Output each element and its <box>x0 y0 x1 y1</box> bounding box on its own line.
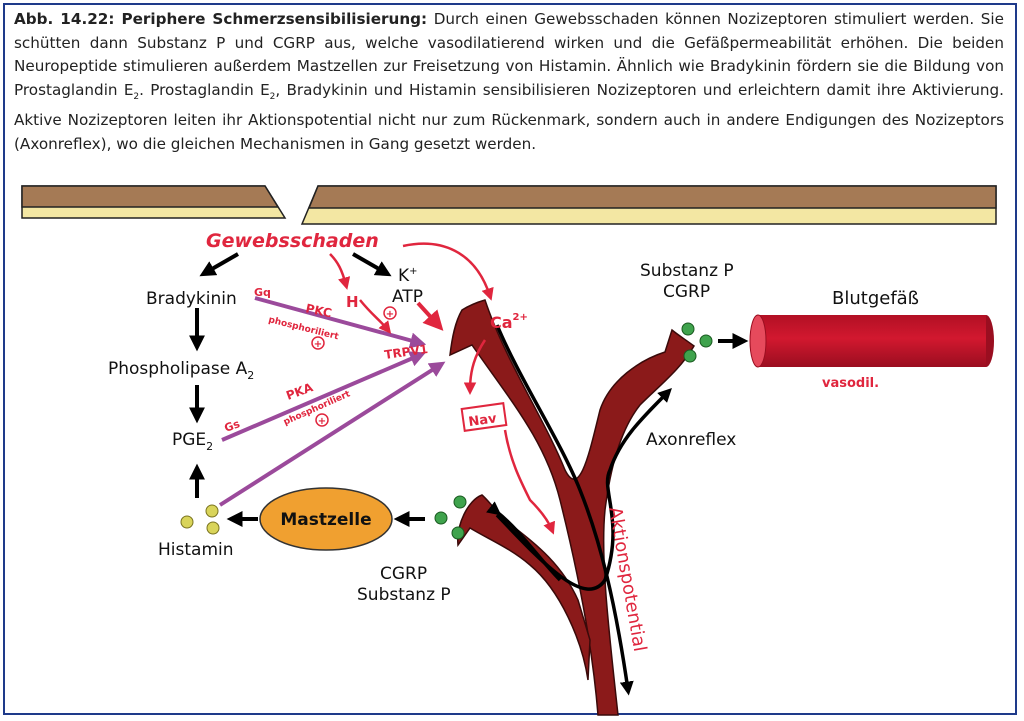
annot-h: H <box>346 293 359 311</box>
histamine-dot <box>206 521 220 535</box>
neuropeptide-dot <box>453 495 467 509</box>
annot-gs: Gs <box>223 417 243 435</box>
annot-vasodil: vasodil. <box>822 376 879 391</box>
svg-text:+: + <box>318 416 326 427</box>
label-atp: ATP <box>392 287 423 307</box>
svg-text:+: + <box>314 339 322 350</box>
nociceptor <box>449 299 695 716</box>
caption-title: Abb. 14.22: Periphere Schmerzsensibilisi… <box>14 10 428 28</box>
histamine-dot <box>180 515 194 529</box>
caption-sub-2: 2 <box>269 91 276 102</box>
label-gewebsschaden: Gewebsschaden <box>206 230 379 252</box>
neuropeptide-dot <box>434 511 448 525</box>
annot-nav-box <box>460 402 508 432</box>
label-histamin: Histamin <box>158 540 234 560</box>
caption-text-3: , Bradykinin und Histamin sensibilisiere… <box>14 80 1004 153</box>
neuropeptide-dot <box>699 334 713 348</box>
caption-text-2: . Prostaglandin E <box>139 80 270 99</box>
annot-pkc: PKC <box>304 301 333 320</box>
caption-text-1: Durch einen Gewebsschaden können Nozizep… <box>14 10 1004 99</box>
label-bradykinin: Bradykinin <box>146 289 237 309</box>
annot-ca: Ca2+ <box>490 312 528 332</box>
annot-aktionspotential: Aktionspotential <box>604 505 650 653</box>
sensitization-arrows <box>218 296 446 507</box>
label-axonreflex: Axonreflex <box>646 430 736 450</box>
histamine-dot <box>205 504 219 518</box>
annot-gq: Gq <box>254 286 271 299</box>
label-substanz-p-bottom: Substanz P <box>357 585 451 605</box>
skin-left <box>21 185 287 219</box>
label-cgrp-top: CGRP <box>663 282 710 302</box>
caption-sub-1: 2 <box>133 91 140 102</box>
mast-cell <box>259 487 393 551</box>
red-annotation-arrows <box>329 242 556 535</box>
pathway-arrows <box>189 252 749 527</box>
label-kplus: K+ <box>398 266 418 286</box>
label-pge2: PGE2 <box>172 430 213 453</box>
annot-trpv1: TRPV1 <box>383 342 428 362</box>
label-blutgefaess: Blutgefäß <box>832 288 919 309</box>
annot-pka: PKA <box>284 380 315 403</box>
label-cgrp-bottom: CGRP <box>380 564 427 584</box>
label-substanz-p-top: Substanz P <box>640 261 734 281</box>
neuropeptide-dot <box>451 526 465 540</box>
label-phospholipase: Phospholipase A2 <box>108 359 254 382</box>
skin-right <box>300 185 997 225</box>
neuropeptide-dot <box>683 349 697 363</box>
label-mastzelle: Mastzelle <box>280 510 371 530</box>
axonreflex-branch-arrow <box>486 501 562 582</box>
ap-to-spinal-arrow <box>495 324 634 696</box>
blood-vessel <box>749 314 994 368</box>
plus-markers: + + + <box>311 306 397 427</box>
annot-nav: Nav <box>468 411 498 430</box>
figure-caption: Abb. 14.22: Periphere Schmerzsensibilisi… <box>14 8 1004 156</box>
neuropeptide-dot <box>681 322 695 336</box>
svg-text:+: + <box>386 309 394 320</box>
